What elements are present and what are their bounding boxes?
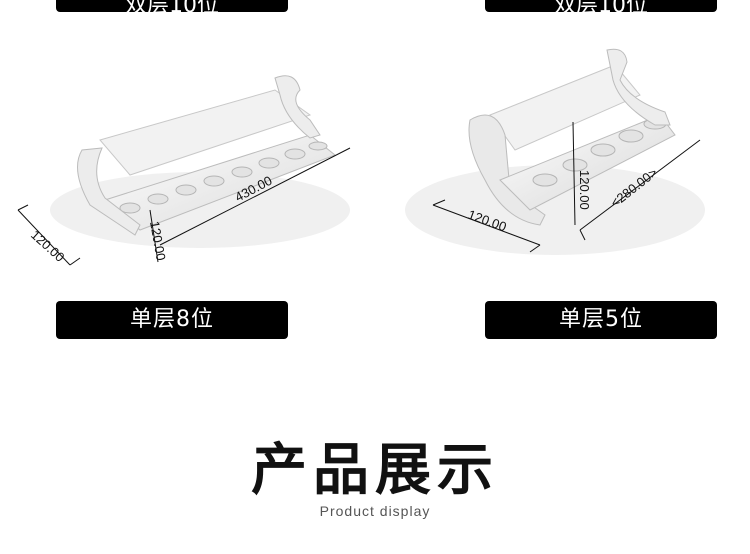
left-end-2 xyxy=(468,114,546,226)
dim-height-5: 120.00 xyxy=(577,170,592,210)
product-label-5-slot: 单层5位 xyxy=(485,301,717,339)
right-hook-2 xyxy=(606,48,671,126)
back-panel-2 xyxy=(489,64,641,151)
product-label-5-slot-text: 单层5位 xyxy=(559,307,643,332)
top-label-left: 双层10位 xyxy=(56,0,288,12)
top-label-left-text: 双层10位 xyxy=(125,0,219,12)
rack-8-slot-drawing: 120.00 430.00 120.00 xyxy=(17,75,351,266)
rack-5-slot-drawing: 120.00 120.00 <280.00> xyxy=(405,48,705,255)
product-label-8-slot-text: 单层8位 xyxy=(130,307,214,332)
dimension-lines-2 xyxy=(432,121,701,253)
top-label-right: 双层10位 xyxy=(485,0,717,12)
top-label-right-text: 双层10位 xyxy=(554,0,648,12)
section-subtitle: Product display xyxy=(319,503,431,519)
product-label-8-slot: 单层8位 xyxy=(56,301,288,339)
floor-shadow xyxy=(50,172,350,248)
dim-depth-8: 120.00 xyxy=(28,227,68,265)
section-title: 产品展示 xyxy=(251,438,499,503)
slot-holes xyxy=(119,141,328,214)
product-image-8-slot: 120.00 430.00 120.00 xyxy=(10,40,355,290)
floor-shadow-2 xyxy=(405,165,705,255)
product-image-5-slot: 120.00 120.00 <280.00> xyxy=(375,40,720,290)
back-panel xyxy=(99,89,312,176)
dimension-lines xyxy=(17,147,351,266)
dim-height-8: 120.00 xyxy=(147,220,169,262)
right-hook xyxy=(274,75,321,139)
left-end xyxy=(77,147,141,236)
